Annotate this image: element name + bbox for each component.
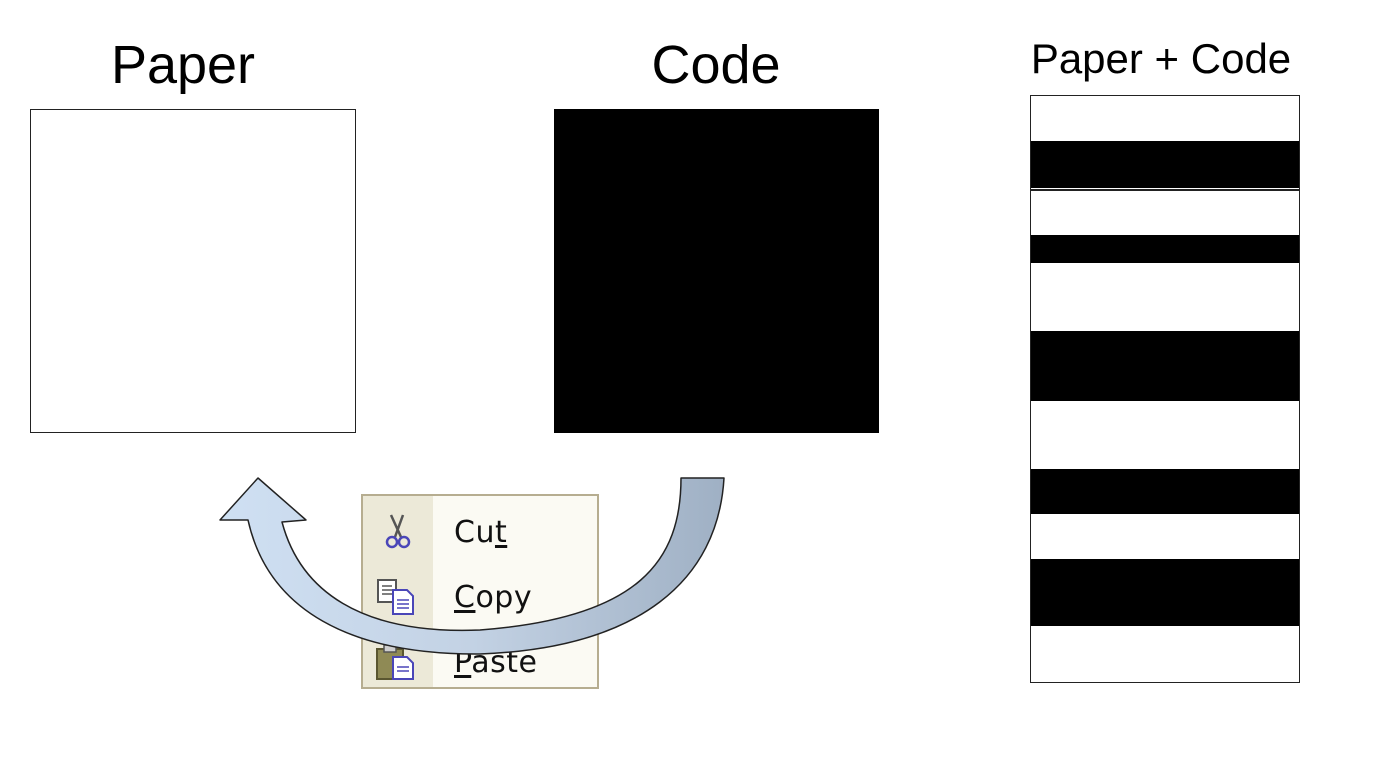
code-stripe (1031, 559, 1299, 626)
paper-plus-code-strip (1030, 95, 1300, 683)
paper-plus-code-title: Paper + Code (1030, 35, 1292, 82)
code-box (554, 109, 879, 433)
menu-item-cut[interactable]: Cut (363, 499, 597, 561)
stripe-divider (1031, 189, 1299, 191)
code-stripe (1031, 141, 1299, 188)
paste-icon (376, 644, 414, 680)
menu-label-paste: Paste (454, 645, 538, 680)
menu-label-cut: Cut (454, 515, 508, 550)
menu-item-copy[interactable]: Copy (363, 564, 597, 626)
code-title: Code (651, 35, 781, 95)
menu-item-paste[interactable]: Paste (363, 629, 597, 691)
code-stripe (1031, 331, 1299, 401)
menu-label-copy: Copy (454, 580, 533, 615)
code-stripe (1031, 235, 1299, 263)
code-stripe (1031, 469, 1299, 514)
copy-icon (377, 579, 414, 615)
context-menu: Cut Copy Paste (361, 494, 599, 689)
paper-box (30, 109, 356, 433)
scissors-icon (385, 514, 411, 549)
paper-title: Paper (110, 35, 256, 95)
